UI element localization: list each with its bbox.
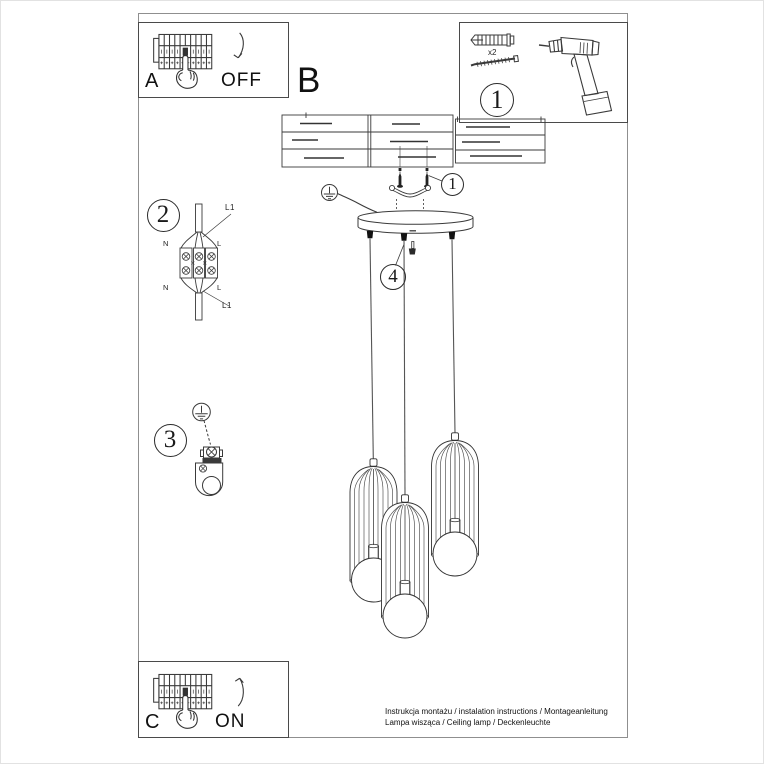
- pendant-lamp-middle: [381, 494, 429, 639]
- wiring-diagram: [179, 203, 232, 321]
- l1-bottom-leader: [202, 290, 230, 307]
- ground-wire: [203, 420, 211, 445]
- footer-line-1: Instrukcja montażu / instalation instruc…: [385, 707, 608, 716]
- panel-a-letter: A: [145, 70, 159, 92]
- main-assembly-diagram: [281, 112, 546, 639]
- section-b-label: B: [297, 61, 321, 100]
- callout-1-leader: [428, 175, 443, 182]
- arrow-down-icon: [233, 32, 244, 59]
- wall-plug-icon: [470, 33, 613, 116]
- screw-icon: [470, 54, 519, 67]
- pendant-lamp-right: [431, 432, 479, 577]
- ceiling-diagram: [281, 112, 546, 168]
- canopy: [357, 210, 474, 234]
- dowel-quantity-label: x2: [488, 48, 497, 57]
- panel-c-power-on: ON C: [138, 661, 289, 738]
- terminal-screws: [181, 252, 216, 275]
- callout-4: 4: [380, 264, 406, 290]
- terminal-label-n-bottom: N: [163, 283, 169, 292]
- ground-symbol-icon: [192, 402, 211, 422]
- ground-symbol-icon: [321, 184, 378, 213]
- breaker-panel-icon: [153, 673, 213, 729]
- l1-top-leader: [202, 213, 232, 238]
- footer-line-2: Lampa wisząca / Ceiling lamp / Deckenleu…: [385, 717, 551, 727]
- callout-2: 2: [146, 198, 180, 232]
- callout-parts-1: 1: [480, 83, 514, 117]
- pressed-breaker-switch: [182, 687, 188, 696]
- fixing-screw: [408, 241, 416, 255]
- bracket-terminal: [200, 446, 223, 459]
- breaker-panel-icon: [153, 33, 213, 89]
- pointing-hand-icon: [175, 695, 198, 729]
- terminal-label-l-bottom: L: [217, 283, 222, 292]
- terminal-label-l-top: L: [217, 239, 222, 248]
- wire-label-l1-bottom: L1: [222, 301, 232, 310]
- ceiling-plank-grain: [292, 122, 522, 159]
- callout-screws-1: 1: [441, 172, 464, 196]
- cable-glands: [366, 230, 456, 241]
- mounting-strap-icon: [388, 184, 432, 210]
- pointing-hand-icon: [175, 55, 198, 89]
- ceiling-bracket-icon: [195, 458, 224, 497]
- terminal-label-n-top: N: [163, 239, 169, 248]
- sheet-frame-border: [138, 13, 628, 738]
- footer-text: Instrukcja montażu / instalation instruc…: [385, 707, 630, 728]
- panel-c-letter: C: [145, 711, 160, 733]
- callout-4-leader: [395, 243, 405, 266]
- arrow-up-icon: [234, 677, 244, 707]
- drill-icon: [538, 36, 613, 116]
- pressed-breaker-switch: [182, 47, 188, 56]
- on-label: ON: [215, 711, 246, 732]
- panel-a-power-off: OFF A: [138, 22, 289, 98]
- wire-label-l1-top: L1: [225, 203, 235, 212]
- grounding-bracket-diagram: [192, 402, 224, 497]
- callout-3: 3: [153, 423, 187, 457]
- off-label: OFF: [221, 70, 262, 91]
